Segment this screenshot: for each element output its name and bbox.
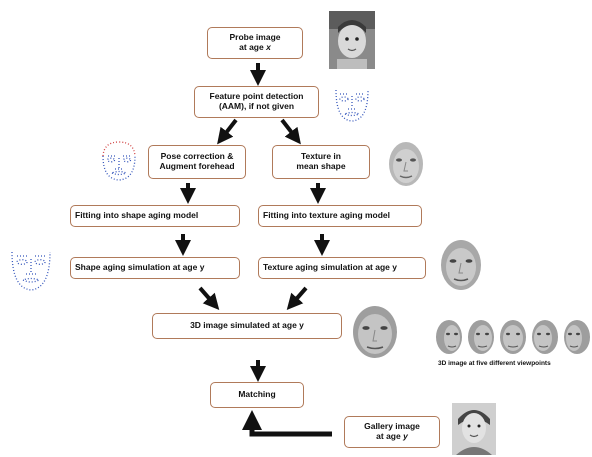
viewpoint-face-2 xyxy=(468,320,494,354)
arrow-feature-to-texture xyxy=(280,118,301,145)
node-texture-mean-shape: Texture in mean shape xyxy=(272,145,370,179)
node-fit-texture: Fitting into texture aging model xyxy=(258,205,422,227)
viewpoint-face-1 xyxy=(436,320,462,354)
arrow-texturesim-to-3d xyxy=(286,286,308,311)
viewpoint-face-3 xyxy=(500,320,526,354)
node-texture-simulation: Texture aging simulation at age y xyxy=(258,257,426,279)
aged-face-image xyxy=(353,306,397,358)
viewpoint-face-4 xyxy=(532,320,558,354)
aged-mesh-icon xyxy=(11,251,51,291)
node-matching: Matching xyxy=(210,382,304,408)
node-pose-correction: Pose correction & Augment forehead xyxy=(148,145,246,179)
node-feature-detection: Feature point detection (AAM), if not gi… xyxy=(194,86,319,118)
mean-face-image xyxy=(389,142,423,186)
landmark-mesh-icon xyxy=(335,89,369,122)
node-shape-simulation: Shape aging simulation at age y xyxy=(70,257,240,279)
viewpoints-caption: 3D image at five different viewpoints xyxy=(438,360,551,367)
node-3d-image: 3D image simulated at age y xyxy=(152,313,342,339)
viewpoint-face-5 xyxy=(564,320,590,354)
arrow-feature-to-pose xyxy=(217,118,238,145)
aged-texture-face-image xyxy=(441,240,481,290)
gallery-photo xyxy=(452,403,496,455)
probe-photo xyxy=(329,11,375,69)
arrow-shapesim-to-3d xyxy=(198,286,220,311)
arrow-gallery-to-matching xyxy=(242,410,332,437)
node-fit-shape: Fitting into shape aging model xyxy=(70,205,240,227)
forehead-mesh-icon xyxy=(102,141,136,181)
